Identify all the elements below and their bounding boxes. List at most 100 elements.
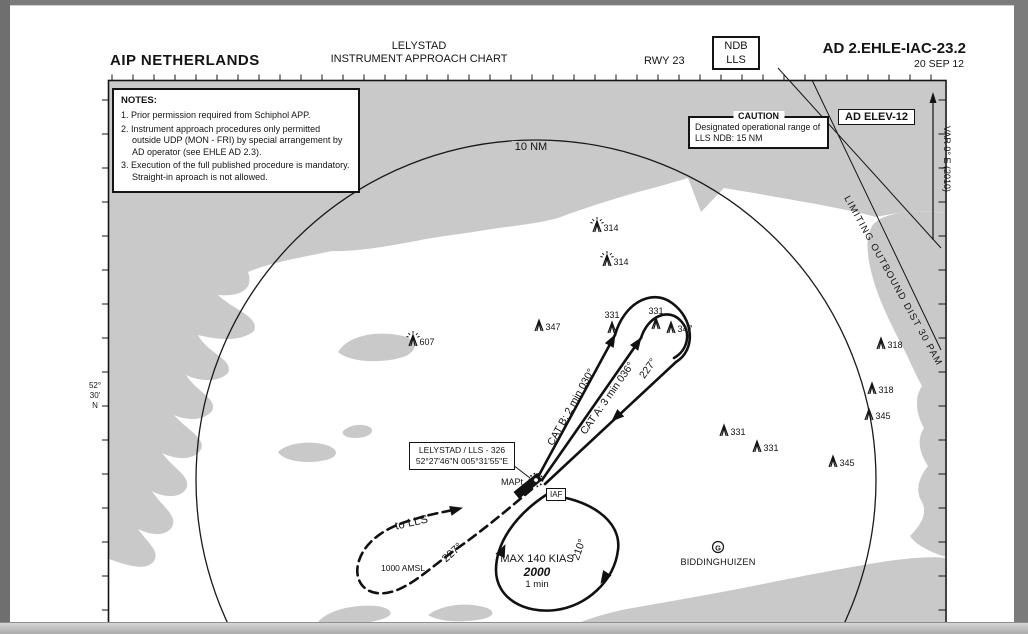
navaid-type-box: NDB LLS <box>712 36 760 70</box>
inbound-arrow <box>611 409 625 422</box>
obstacle-elevation: 314 <box>614 257 629 267</box>
navaid-info-box: LELYSTAD / LLS - 326 52°27'46''N 005°31'… <box>409 442 515 470</box>
obstacle-icon <box>666 320 676 334</box>
publication-title: AIP NETHERLANDS <box>110 52 260 69</box>
obstacle-elevation: 318 <box>888 340 903 350</box>
window-top-edge <box>0 0 1028 6</box>
navaid-ident: LLS <box>726 54 746 66</box>
inbound-227-track <box>543 360 678 486</box>
note-item: 3. Execution of the full published proce… <box>121 160 350 182</box>
cat-a-arrow <box>630 337 642 351</box>
airport-name: LELYSTAD <box>391 40 447 52</box>
runway-label: RWY 23 <box>644 55 685 67</box>
obstacle-icon <box>719 423 729 437</box>
navaid-info-line2: 52°27'46''N 005°31'55''E <box>415 456 509 466</box>
obstacle-icon <box>864 407 874 421</box>
obstacle: 347 <box>534 318 561 332</box>
obstacle-light-rays-icon <box>600 251 614 258</box>
to-lls-arrow <box>449 506 463 516</box>
water-bay <box>338 333 415 362</box>
latitude-label: 52° 30' N <box>88 381 102 410</box>
holding-altitude-label: 2000 <box>523 565 551 579</box>
chart-id: AD 2.EHLE-IAC-23.2 <box>822 40 966 57</box>
north-arrow-head <box>929 92 937 103</box>
effective-date: 20 SEP 12 <box>913 58 964 70</box>
inner-turn <box>639 313 689 360</box>
island <box>342 424 373 438</box>
obstacle-elevation: 331 <box>648 306 663 316</box>
obstacle-icon <box>828 454 838 468</box>
window-left-edge <box>0 0 10 634</box>
ad-elevation-box: AD ELEV-12 <box>838 109 915 125</box>
caution-box: CAUTION Designated operational range of … <box>688 111 829 149</box>
obstacle: 331 <box>719 423 746 437</box>
range-ring-10nm <box>195 139 877 634</box>
ndb-dot-ring <box>528 472 544 488</box>
obstacle-elevation: 331 <box>604 310 619 320</box>
obstacle-elevation: 347 <box>678 324 693 334</box>
caution-title: CAUTION <box>733 111 784 121</box>
island <box>278 442 336 462</box>
holding-left-arrow <box>495 544 506 558</box>
obstacle-icon <box>408 333 418 347</box>
airport-symbol <box>512 464 544 499</box>
range-ring-label: 10 NM <box>511 141 551 153</box>
obstacle: 607 <box>406 331 435 347</box>
cat-a-outbound-track <box>540 336 643 482</box>
obstacle-icon <box>876 336 886 350</box>
glider-site-symbol: G <box>711 540 725 554</box>
chart-frame <box>107 79 947 634</box>
obstacle-elevation: 345 <box>876 411 891 421</box>
obstacle-elevation: 318 <box>879 385 894 395</box>
obstacle-icon <box>607 320 617 334</box>
obstacle: 314 <box>590 217 619 233</box>
obstacle-icon <box>602 253 612 267</box>
water-south-blob <box>428 604 493 622</box>
obstacle-light-rays-icon <box>406 331 420 338</box>
water-south-blob <box>318 605 391 624</box>
obstacle: 331 <box>604 310 620 334</box>
obstacle: 345 <box>828 454 855 468</box>
obstacle-elevation: 347 <box>546 322 561 332</box>
obstacle: 347 <box>666 320 693 334</box>
glider-site-letter: G <box>715 544 721 553</box>
navaid-leader-line <box>512 464 531 479</box>
obstacle-elevation: 331 <box>731 427 746 437</box>
obstacle-icon <box>752 439 762 453</box>
window-right-edge <box>1014 0 1028 634</box>
holding-right-arrow <box>600 570 612 584</box>
obstacle-icon <box>534 318 544 332</box>
caution-text: Designated operational range of LLS NDB:… <box>695 122 821 143</box>
holding-racetrack <box>494 493 620 612</box>
obstacle-elevation: 345 <box>840 458 855 468</box>
dashed-teardrop-track <box>355 487 534 595</box>
limiting-outbound-line <box>811 79 942 351</box>
obstacle-icon <box>867 381 877 395</box>
mapt-label: MAPt <box>500 477 523 487</box>
boundary-line <box>777 67 942 249</box>
obstacle-elevation: 607 <box>420 337 435 347</box>
cat-b-arrow <box>604 334 616 348</box>
obstacle-icon <box>592 219 602 233</box>
obstacle: 331 <box>648 306 664 330</box>
notes-box: NOTES: 1. Prior permission required from… <box>112 88 360 193</box>
navaid-type: NDB <box>724 40 748 52</box>
obstacle: 318 <box>876 336 903 350</box>
track-arrows <box>449 334 642 584</box>
obstacle: 318 <box>867 381 894 395</box>
notes-title: NOTES: <box>121 95 157 106</box>
ndb-symbol <box>532 476 540 484</box>
chart-type: INSTRUMENT APPROACH CHART <box>330 53 508 65</box>
obstacle: 314 <box>600 251 629 267</box>
note-item: 1. Prior permission required from Schiph… <box>121 110 311 120</box>
obstacle: 331 <box>752 439 779 453</box>
holding-time-label: 1 min <box>525 579 549 590</box>
outer-turn <box>613 295 692 364</box>
horizontal-scrollbar-track[interactable] <box>0 622 1028 634</box>
cat-b-outbound-track <box>536 333 617 479</box>
variation-label: VAR 0° E (2010) <box>942 126 952 192</box>
water-north <box>109 81 945 567</box>
navaid-info-line1: LELYSTAD / LLS - 326 <box>418 445 506 455</box>
